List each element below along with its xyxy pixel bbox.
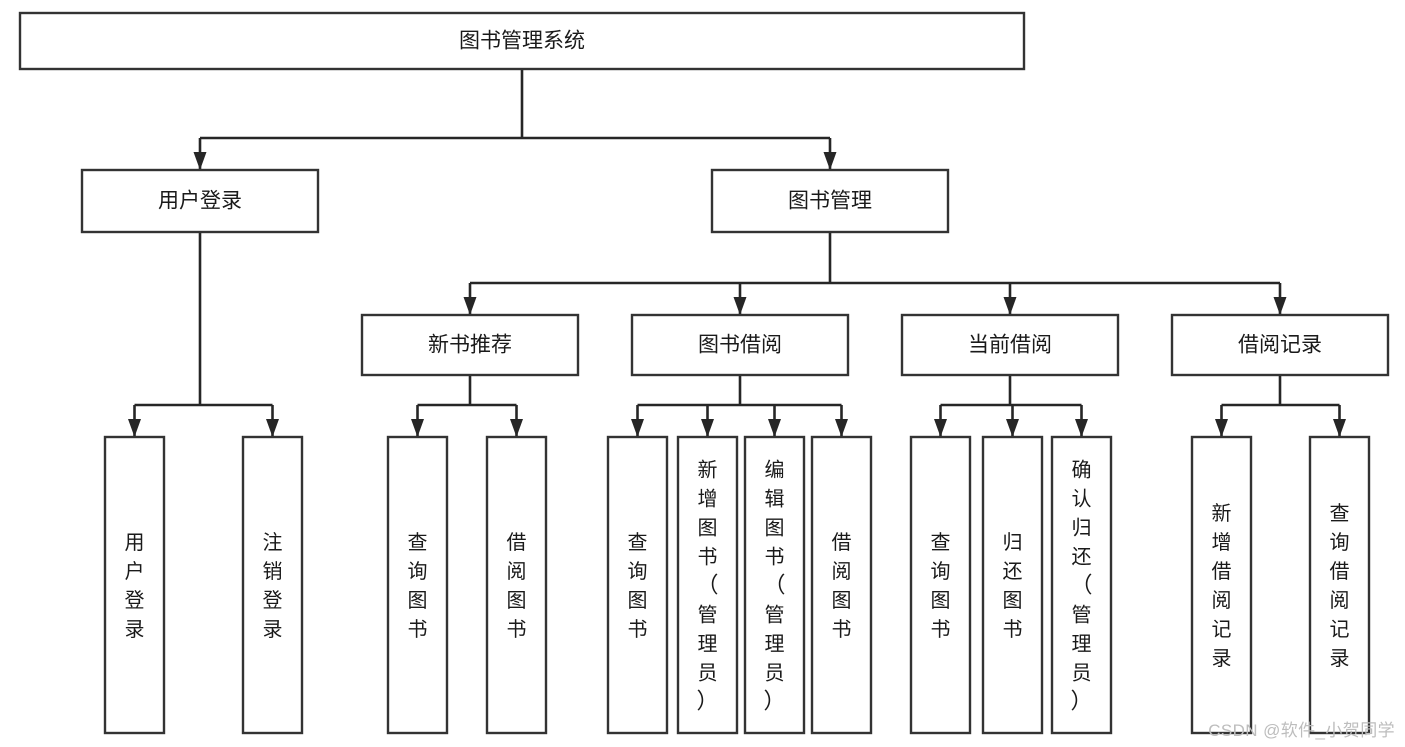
connector-arrow-icon xyxy=(463,297,477,315)
node-label: 归还图书 xyxy=(1003,531,1023,641)
node-leaf-leaf-user-login[interactable]: 用户登录 xyxy=(103,435,166,735)
node-box xyxy=(606,435,669,735)
node-leaf-leaf-query-book-borrow[interactable]: 查询图书 xyxy=(606,435,669,735)
connector-arrow-icon xyxy=(1075,419,1088,437)
node-box xyxy=(900,313,1120,377)
node-label: 查询借阅记录 xyxy=(1330,502,1350,670)
connector-arrow-icon xyxy=(701,419,714,437)
connector-arrow-icon xyxy=(128,419,141,437)
node-label: 借阅图书 xyxy=(507,531,527,641)
node-box xyxy=(710,168,950,234)
connector-arrow-icon xyxy=(193,152,207,170)
node-box xyxy=(241,435,304,735)
node-label: 图书管理 xyxy=(788,190,872,213)
connector-arrow-icon xyxy=(823,152,837,170)
connector-arrow-icon xyxy=(411,419,424,437)
node-level2-book-manage[interactable]: 图书管理 xyxy=(710,168,950,234)
node-leaf-leaf-confirm-return[interactable]: 确认归还（管理员） xyxy=(1050,435,1113,735)
node-box xyxy=(1308,435,1371,735)
node-label: 查询图书 xyxy=(628,531,648,641)
connector-arrow-icon xyxy=(1333,419,1346,437)
node-box xyxy=(630,313,850,377)
node-box xyxy=(981,435,1044,735)
node-label: 注销登录 xyxy=(263,531,283,641)
node-leaf-leaf-return-book[interactable]: 归还图书 xyxy=(981,435,1044,735)
node-level3-new-book-recommend[interactable]: 新书推荐 xyxy=(360,313,580,377)
node-leaf-leaf-borrow-book-rec[interactable]: 借阅图书 xyxy=(485,435,548,735)
connector-arrow-icon xyxy=(1273,297,1287,315)
node-leaf-leaf-query-book-cur[interactable]: 查询图书 xyxy=(909,435,972,735)
node-level3-borrow-record[interactable]: 借阅记录 xyxy=(1170,313,1390,377)
node-label: 借阅记录 xyxy=(1238,334,1322,357)
node-label: 新增图书（管理员） xyxy=(696,459,718,714)
node-label: 确认归还（管理员） xyxy=(1070,459,1092,714)
node-box xyxy=(1170,313,1390,377)
node-box xyxy=(103,435,166,735)
node-leaf-leaf-query-record[interactable]: 查询借阅记录 xyxy=(1308,435,1371,735)
node-label: 编辑图书（管理员） xyxy=(763,459,785,714)
node-root[interactable]: 图书管理系统 xyxy=(18,11,1026,71)
node-label: 借阅图书 xyxy=(832,531,852,641)
node-leaf-leaf-add-book[interactable]: 新增图书（管理员） xyxy=(676,435,739,735)
node-level3-book-borrow[interactable]: 图书借阅 xyxy=(630,313,850,377)
node-label: 当前借阅 xyxy=(968,334,1052,357)
node-label: 用户登录 xyxy=(125,532,145,641)
node-label: 新书推荐 xyxy=(428,334,512,357)
node-box xyxy=(80,168,320,234)
node-box xyxy=(743,435,806,735)
connector-arrow-icon xyxy=(510,419,523,437)
connector-arrow-icon xyxy=(1003,297,1017,315)
node-leaf-leaf-edit-book[interactable]: 编辑图书（管理员） xyxy=(743,435,806,735)
node-box xyxy=(1190,435,1253,735)
node-label: 查询图书 xyxy=(408,531,428,641)
node-box xyxy=(18,11,1026,71)
connector-arrow-icon xyxy=(733,297,747,315)
node-leaf-leaf-query-book-rec[interactable]: 查询图书 xyxy=(386,435,449,735)
node-label: 用户登录 xyxy=(158,190,242,213)
node-label: 图书管理系统 xyxy=(459,30,585,53)
connector-arrow-icon xyxy=(934,419,947,437)
node-box xyxy=(676,435,739,735)
node-leaf-leaf-borrow-book[interactable]: 借阅图书 xyxy=(810,435,873,735)
connector-arrow-icon xyxy=(1006,419,1019,437)
node-box xyxy=(485,435,548,735)
node-box xyxy=(909,435,972,735)
node-level3-current-borrow[interactable]: 当前借阅 xyxy=(900,313,1120,377)
connector-arrow-icon xyxy=(266,419,279,437)
node-label: 新增借阅记录 xyxy=(1212,502,1232,670)
node-leaf-leaf-add-record[interactable]: 新增借阅记录 xyxy=(1190,435,1253,735)
node-layer: 图书管理系统用户登录图书管理新书推荐图书借阅当前借阅借阅记录用户登录注销登录查询… xyxy=(18,11,1390,735)
connector-layer xyxy=(128,69,1346,437)
connector-arrow-icon xyxy=(631,419,644,437)
connector-arrow-icon xyxy=(835,419,848,437)
node-label: 查询图书 xyxy=(931,531,951,641)
node-box xyxy=(1050,435,1113,735)
connector-arrow-icon xyxy=(1215,419,1228,437)
node-label: 图书借阅 xyxy=(698,334,782,357)
node-level2-user-login[interactable]: 用户登录 xyxy=(80,168,320,234)
node-leaf-leaf-user-logout[interactable]: 注销登录 xyxy=(241,435,304,735)
connector-arrow-icon xyxy=(768,419,781,437)
node-box xyxy=(810,435,873,735)
node-box xyxy=(360,313,580,377)
node-box xyxy=(386,435,449,735)
